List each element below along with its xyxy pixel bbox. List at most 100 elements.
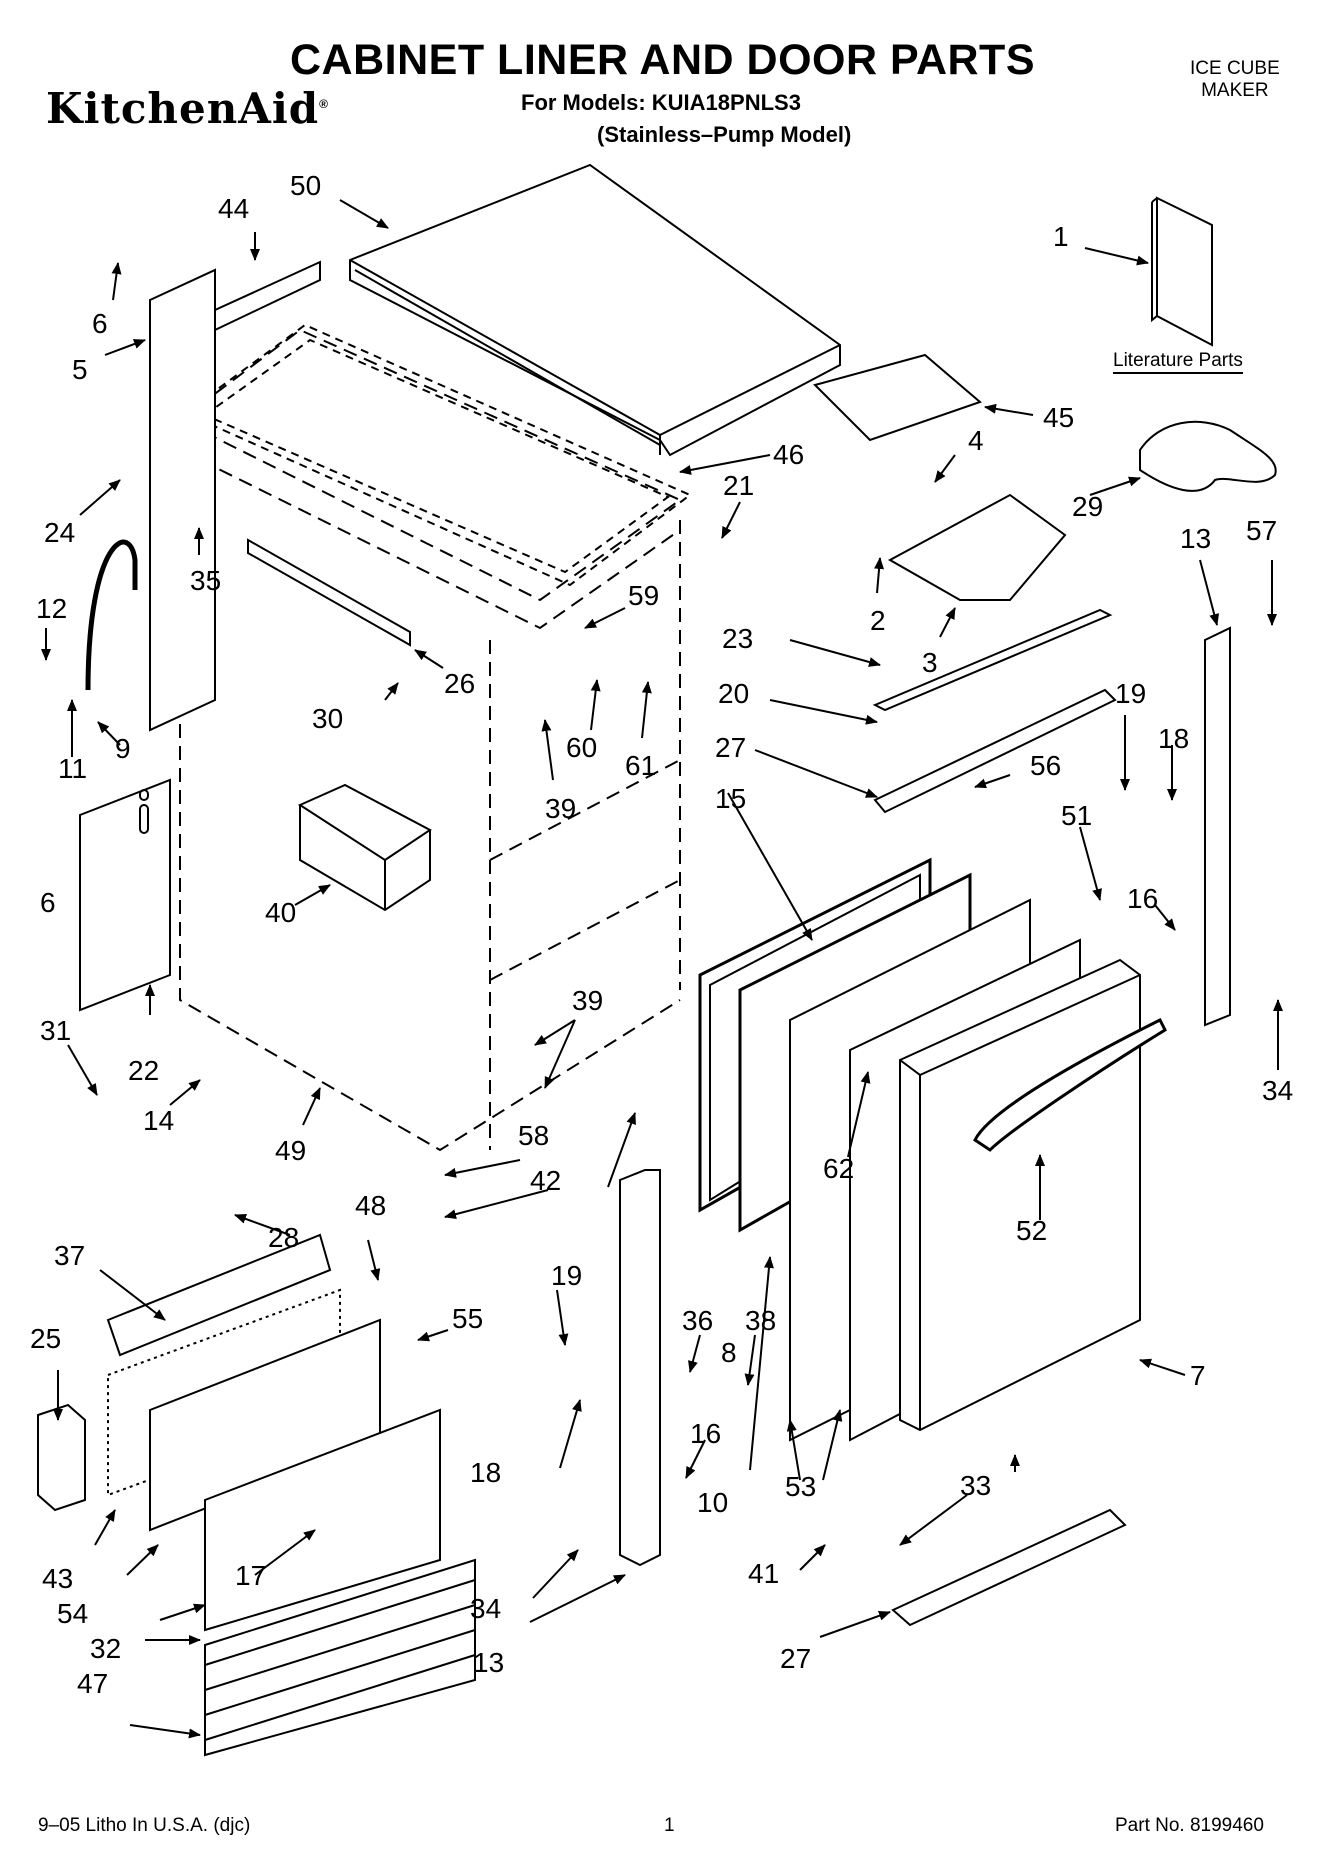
callout-19: 19 [1115,678,1146,709]
callout-35: 35 [190,565,221,596]
callout-55: 55 [452,1303,483,1334]
models-line: For Models: KUIA18PNLS3 [521,90,801,115]
callout-15: 15 [715,783,746,814]
callout-49: 49 [275,1135,306,1166]
footer-part-number: Part No. 8199460 [1115,1815,1264,1836]
callout-2: 2 [870,605,886,636]
callout-44: 44 [218,193,249,224]
callout-8: 8 [721,1337,737,1368]
callout-39: 39 [545,793,576,824]
door-handle [973,1017,1167,1152]
rear-panel [79,778,171,1012]
category-label: ICE CUBE MAKER [1190,58,1280,101]
leader-lines [41,199,1283,1739]
cabinet-liner [178,328,683,1152]
drain-pan [297,783,432,912]
callout-21: 21 [723,470,754,501]
callout-50: 50 [290,170,321,201]
callout-36: 36 [682,1305,713,1336]
callout-46: 46 [773,439,804,470]
kick-end-cap [37,1403,86,1512]
callout-27: 27 [715,732,746,763]
callout-59: 59 [628,580,659,611]
brand-logo: KitchenAid® [46,84,329,133]
callout-11: 11 [58,753,87,784]
callout-25: 25 [30,1323,61,1354]
kick-panel [204,1408,441,1632]
callout-6b: 6 [40,887,56,918]
callout-34b: 34 [470,1593,501,1624]
bin-bracket [887,493,1067,601]
toe-kick-bracket [106,1233,332,1357]
footer-litho: 9–05 Litho In U.S.A. (djc) [38,1815,251,1836]
callout-57: 57 [1246,515,1277,546]
callout-32: 32 [90,1633,121,1664]
callout-40: 40 [265,897,296,928]
callout-12: 12 [36,593,67,624]
callout-56: 56 [1030,750,1061,781]
callout-42: 42 [530,1165,561,1196]
hinge-bar-lower [873,688,1117,814]
literature-booklet [1151,196,1213,347]
insulation-pad [813,353,982,442]
callout-47: 47 [77,1668,108,1699]
callout-14: 14 [143,1105,174,1136]
callout-28: 28 [268,1222,299,1253]
callout-61: 61 [625,750,656,781]
callout-52: 52 [1016,1215,1047,1246]
callout-41: 41 [748,1558,779,1589]
callout-22: 22 [128,1055,159,1086]
frame-rail-right [1204,626,1231,1027]
callout-9: 9 [115,733,131,764]
footer-page-number: 1 [664,1815,675,1836]
callout-33: 33 [960,1470,991,1501]
callout-numbers: 50 44 1 6 5 45 46 4 29 24 21 13 57 2 35 … [30,170,1293,1699]
callout-58: 58 [518,1120,549,1151]
page-title: CABINET LINER AND DOOR PARTS [290,36,1035,84]
drain-tube [85,539,138,691]
callout-27b: 27 [780,1643,811,1674]
callout-10: 10 [697,1487,728,1518]
callout-48: 48 [355,1190,386,1221]
callout-5: 5 [72,354,88,385]
callout-18: 18 [1158,723,1189,754]
callout-16: 16 [1127,883,1158,914]
callout-51: 51 [1061,800,1092,831]
hinge-bar-top [872,608,1113,712]
top-panel [349,163,841,457]
callout-16b: 16 [690,1418,721,1449]
callout-17: 17 [235,1560,266,1591]
callout-24: 24 [44,517,75,548]
frame-rail-left [619,1169,661,1567]
bottom-track [891,1508,1127,1627]
callout-29: 29 [1072,491,1103,522]
callout-20: 20 [718,678,749,709]
callout-26: 26 [444,668,475,699]
literature-label: Literature Parts [1113,350,1243,374]
callout-13: 13 [1180,523,1211,554]
callout-53: 53 [785,1471,816,1502]
callout-60: 60 [566,732,597,763]
callout-54: 54 [57,1598,88,1629]
callout-6: 6 [92,308,108,339]
liner-gasket [183,323,692,587]
callout-30: 30 [312,703,343,734]
callout-34: 34 [1262,1075,1293,1106]
variant-line: (Stainless–Pump Model) [597,122,852,147]
callout-4: 4 [968,425,984,456]
callout-13b: 13 [473,1647,504,1678]
callout-62: 62 [823,1153,854,1184]
callout-23: 23 [722,623,753,654]
callout-1: 1 [1053,221,1069,252]
callout-31: 31 [40,1015,71,1046]
liner-rail [247,538,411,647]
callout-37: 37 [54,1240,85,1271]
callout-38: 38 [745,1305,776,1336]
callout-45: 45 [1043,402,1074,433]
callout-39b: 39 [572,985,603,1016]
callout-19b: 19 [551,1260,582,1291]
callout-18b: 18 [470,1457,501,1488]
callout-7: 7 [1190,1360,1206,1391]
kick-grille [204,1558,476,1757]
